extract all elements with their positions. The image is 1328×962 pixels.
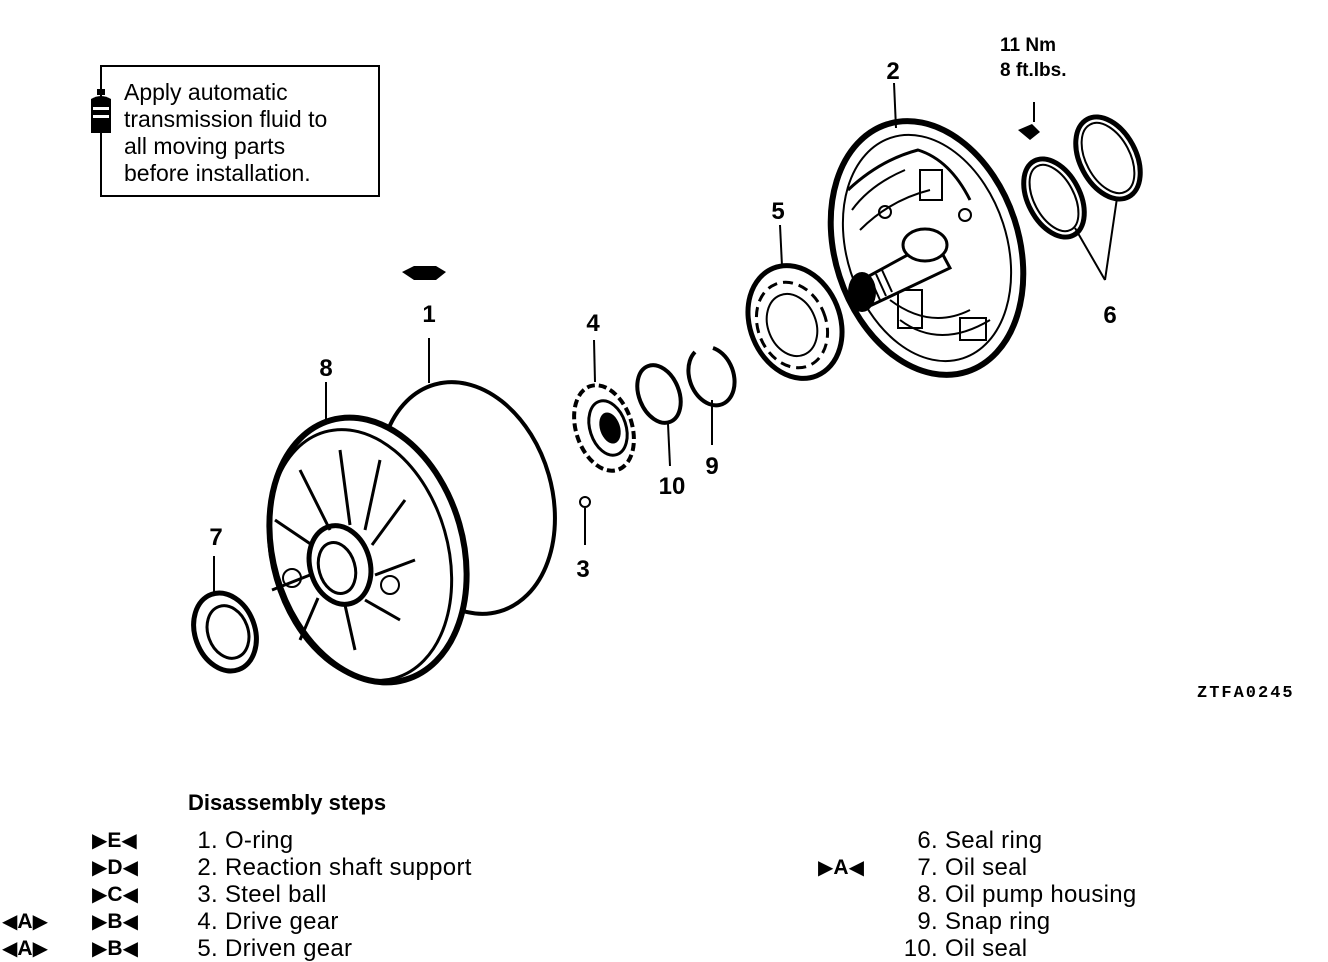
step-premark-A: ◀A▶ bbox=[2, 910, 48, 933]
step-item: 2. Reaction shaft support bbox=[197, 854, 472, 881]
callout-6: 6 bbox=[1103, 302, 1116, 329]
step-mark-B: ▶B◀ bbox=[92, 910, 138, 933]
step-mark-D: ▶D◀ bbox=[92, 856, 138, 879]
lubrication-note-text: Apply automatic transmission fluid to al… bbox=[124, 79, 374, 187]
callout-4: 4 bbox=[586, 310, 600, 337]
note-line: all moving parts bbox=[124, 133, 286, 159]
steps-title: Disassembly steps bbox=[188, 790, 387, 815]
part-5-driven-gear bbox=[745, 263, 845, 381]
callout-8: 8 bbox=[319, 355, 332, 382]
step-item: 8. Oil pump housing bbox=[917, 881, 1137, 908]
step-item: 3. Steel ball bbox=[197, 881, 327, 908]
note-line: before installation. bbox=[124, 160, 311, 186]
note-line: Apply automatic bbox=[124, 79, 288, 105]
step-item: 4. Drive gear bbox=[197, 908, 339, 935]
lubrication-note-box: Apply automatic transmission fluid to al… bbox=[91, 65, 380, 197]
part-9-snap-ring bbox=[686, 346, 737, 445]
part-3-steel-ball bbox=[579, 496, 591, 545]
step-mark-C: ▶C◀ bbox=[92, 883, 138, 906]
torque-spec-nm: 11 Nm bbox=[1000, 35, 1056, 56]
step-item: 6. Seal ring bbox=[917, 827, 1043, 854]
note-line: transmission fluid to bbox=[124, 106, 328, 132]
callout-10: 10 bbox=[659, 473, 686, 500]
part-8-oil-pump-housing bbox=[266, 382, 470, 686]
step-item: 7. Oil seal bbox=[917, 854, 1028, 881]
part-7-oil-seal bbox=[191, 556, 259, 674]
callout-9: 9 bbox=[705, 453, 718, 480]
fluid-bottle-icon bbox=[91, 89, 111, 133]
bolt bbox=[1018, 102, 1040, 140]
part-10-oil-seal bbox=[635, 363, 683, 467]
callout-1: 1 bbox=[422, 301, 435, 328]
callout-2: 2 bbox=[886, 58, 899, 85]
callout-3: 3 bbox=[576, 556, 589, 583]
step-item: 10. Oil seal bbox=[903, 935, 1028, 962]
callout-5: 5 bbox=[771, 198, 784, 225]
part-6-seal-rings bbox=[1021, 114, 1143, 281]
step-item: 5. Driven gear bbox=[197, 935, 353, 962]
fluid-can-icon bbox=[402, 266, 446, 280]
step-item: 9. Snap ring bbox=[917, 908, 1051, 935]
step-mark-E: ▶E◀ bbox=[92, 829, 137, 852]
step-mark-B: ▶B◀ bbox=[92, 937, 138, 960]
step-premark-A: ◀A▶ bbox=[2, 937, 48, 960]
step-item: 1. O-ring bbox=[197, 827, 294, 854]
leader-lines bbox=[593, 82, 897, 383]
figure-code: ZTFA0245 bbox=[1197, 684, 1295, 703]
part-2-reaction-shaft-support bbox=[827, 118, 1027, 378]
step-mark-A: ▶A◀ bbox=[818, 856, 864, 879]
part-4-drive-gear bbox=[572, 383, 636, 473]
torque-spec-ftlbs: 8 ft.lbs. bbox=[1000, 60, 1067, 81]
callout-7: 7 bbox=[209, 524, 222, 551]
